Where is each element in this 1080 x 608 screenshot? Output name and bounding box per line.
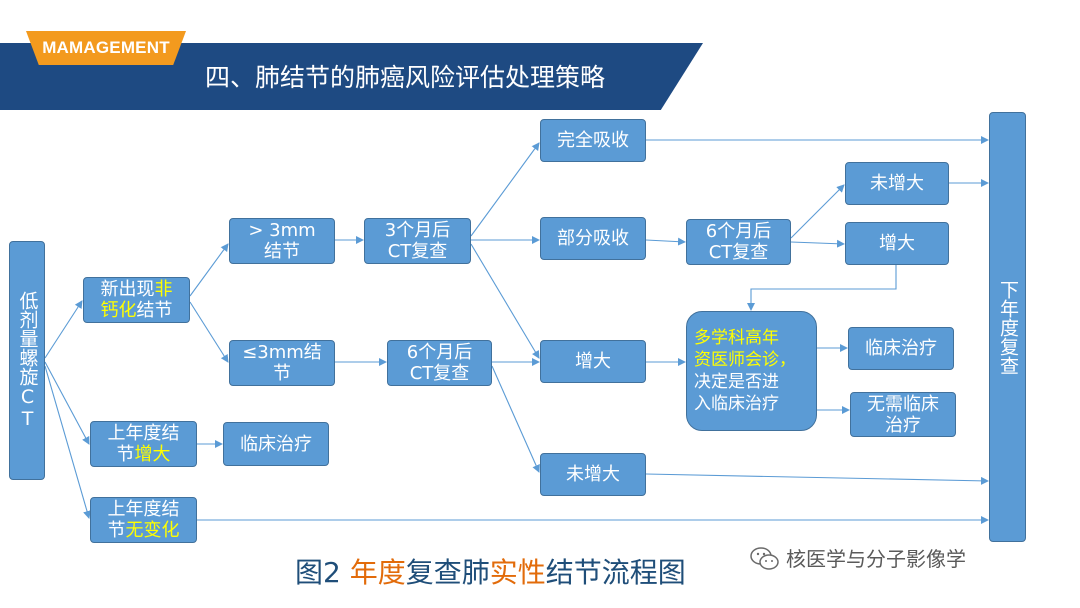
gt3mm-node: > 3mm 结节: [229, 218, 335, 264]
wechat-icon: [750, 547, 779, 570]
mdt-node: 多学科高年 资医师会诊， 决定是否进 入临床治疗: [686, 311, 817, 431]
mdt-line1: 多学科高年: [694, 328, 779, 348]
arrow-ct6-noenlarge: [491, 365, 540, 473]
header-tag: MAMAGEMENT: [26, 31, 186, 65]
ct6month-b-node: 6个月后 CT复查: [686, 219, 791, 265]
arrow-new-le3: [189, 301, 229, 363]
figure-caption: 图2 年度复查肺实性结节流程图: [295, 553, 686, 593]
new-nodule-hl1: 非: [154, 279, 173, 300]
caption-part3: 复查肺: [405, 556, 490, 589]
gt3mm-line1: > 3mm: [248, 220, 316, 241]
new-nodule-line1: 新出现非: [101, 279, 173, 300]
new-nodule-hl2: 钙化: [100, 300, 137, 321]
clinical-treatment-node: 临床治疗: [848, 327, 954, 370]
new-nodule-node: 新出现非 钙化结节: [83, 277, 190, 323]
arrow-new-gt3: [189, 243, 229, 297]
enlarge-label: 增大: [575, 351, 611, 372]
ct6month-b-line2: CT复查: [708, 242, 769, 263]
gt3mm-line2: 结节: [264, 241, 300, 262]
lastyear-enlarge-pre: 节: [116, 444, 135, 465]
no-treatment-node: 无需临床 治疗: [850, 392, 956, 437]
partial-absorb-node: 部分吸收: [540, 217, 646, 260]
lastyear-same-hl: 无变化: [125, 520, 180, 541]
no-enlarge-node: 未增大: [540, 453, 646, 496]
clinical-treatment-label: 临床治疗: [865, 338, 937, 359]
lastyear-same-node: 上年度结 节无变化: [90, 497, 197, 543]
ct3month-node: 3个月后 CT复查: [364, 218, 471, 264]
mdt-line4: 入临床治疗: [694, 394, 779, 414]
clinical-treatment-2-label: 临床治疗: [240, 433, 312, 455]
enlarge-node: 增大: [540, 340, 646, 383]
caption-part1: 图2: [295, 556, 350, 589]
no-treatment-line2: 治疗: [885, 414, 921, 436]
new-nodule-pre: 新出现: [100, 279, 155, 300]
ct6month-node: 6个月后 CT复查: [387, 340, 492, 386]
ct6month-b-line1: 6个月后: [705, 221, 772, 242]
arrow-partial-ct6b: [645, 237, 686, 246]
ct3month-line1: 3个月后: [384, 220, 451, 241]
complete-absorb-label: 完全吸收: [557, 130, 629, 151]
le3mm-line1: ≤3mm结: [242, 342, 322, 363]
new-nodule-line2: 钙化结节: [101, 300, 173, 321]
watermark-text: 核医学与分子影像学: [786, 547, 966, 571]
no-treatment-line1: 无需临床: [867, 393, 939, 415]
arrow-ct3-enlarge: [470, 243, 540, 359]
caption-part5: 结节流程图: [545, 556, 686, 589]
no-enlarge-2-label: 未增大: [870, 173, 924, 194]
lastyear-enlarge-line1: 上年度结: [107, 423, 180, 444]
complete-absorb-node: 完全吸收: [540, 119, 646, 162]
caption-part4: 实性: [489, 556, 546, 589]
ldct-node: 低剂量螺旋CT: [9, 241, 45, 480]
no-enlarge-2-node: 未增大: [845, 162, 949, 205]
arrow-ct6b-enlarge2: [790, 239, 845, 248]
ct6month-line1: 6个月后: [406, 342, 473, 363]
enlarge-2-node: 增大: [845, 222, 949, 265]
lastyear-same-line2: 节无变化: [108, 520, 180, 541]
enlarge-2-label: 增大: [879, 233, 915, 254]
no-enlarge-label: 未增大: [566, 464, 620, 485]
annual-review-node: 下年度复查: [989, 112, 1026, 542]
partial-absorb-label: 部分吸收: [557, 228, 629, 249]
ldct-label: 低剂量螺旋CT: [16, 291, 39, 430]
arrow-ldct-lastyr-enlarge: [44, 361, 90, 445]
le3mm-line2: 节: [273, 363, 291, 384]
caption-part2: 年度: [349, 556, 406, 589]
arrow-ldct-new: [44, 300, 83, 359]
page-title: 四、肺结节的肺癌风险评估处理策略: [205, 63, 606, 92]
clinical-treatment-2-node: 临床治疗: [223, 422, 329, 466]
annual-review-label: 下年度复查: [997, 279, 1019, 375]
arrow-noenlarge-annual: [645, 473, 989, 485]
watermark: 核医学与分子影像学: [750, 544, 966, 574]
lastyear-enlarge-line2: 节增大: [117, 444, 171, 465]
arrow-ldct-lastyr-same: [44, 365, 91, 519]
arrow-ct6b-noenlarge2: [790, 184, 845, 239]
mdt-line3: 决定是否进: [694, 372, 779, 392]
arrow-ct3-complete: [470, 142, 540, 237]
ct3month-line2: CT复查: [387, 241, 448, 262]
ct6month-line2: CT复查: [409, 363, 470, 384]
arrow-enlarge2-mdt: [747, 265, 897, 311]
lastyear-enlarge-hl: 增大: [134, 444, 171, 465]
lastyear-same-line1: 上年度结: [107, 499, 180, 520]
lastyear-enlarge-node: 上年度结 节增大: [90, 421, 197, 467]
le3mm-node: ≤3mm结 节: [229, 340, 335, 386]
new-nodule-post: 结节: [136, 300, 173, 321]
lastyear-same-pre: 节: [107, 520, 126, 541]
mdt-line2: 资医师会诊，: [694, 350, 796, 370]
